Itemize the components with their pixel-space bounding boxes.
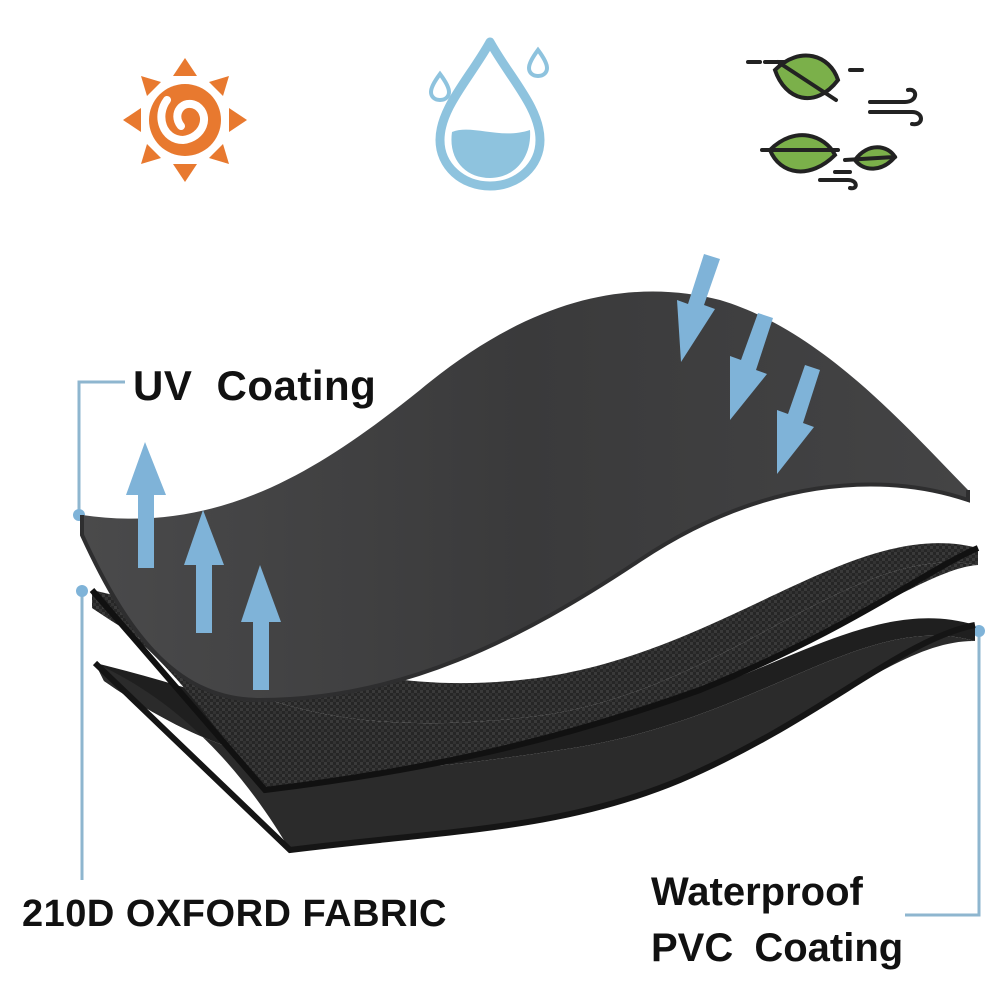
bottom-layer-face [95, 635, 975, 850]
leader-lines [77, 380, 981, 917]
arrow-up-1 [126, 442, 166, 568]
waterproof-label-line1: Waterproof [651, 870, 863, 914]
arrows-down [677, 254, 820, 474]
wind-leaves-icon [746, 53, 923, 191]
arrow-down-3 [777, 365, 820, 474]
bottom-layer-edge [92, 622, 976, 854]
water-drop-icon [428, 37, 550, 191]
waterproof-label-line2: PVC Coating [651, 926, 904, 970]
arrow-down-1 [677, 254, 720, 362]
arrow-up-3 [241, 565, 281, 690]
fabric-label: 210D OXFORD FABRIC [22, 893, 447, 935]
leader-dot-pvc [973, 625, 985, 637]
top-layer-edge [80, 482, 970, 703]
leader-dot-fabric [76, 585, 88, 597]
middle-layer-edge [89, 545, 980, 794]
arrows-up [126, 442, 281, 690]
uv-coating-label: UV Coating [133, 362, 377, 409]
sun-icon [123, 58, 247, 182]
arrow-up-2 [184, 510, 224, 633]
arrow-down-2 [730, 313, 773, 420]
middle-layer-lower [92, 562, 978, 790]
waterproof-pvc-label: Waterproof PVC Coating [651, 864, 903, 976]
